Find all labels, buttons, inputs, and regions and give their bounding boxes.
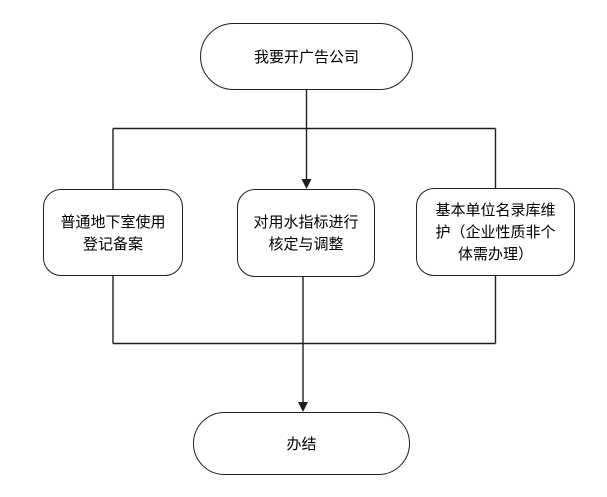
node-unit-directory: 基本单位名录库维 护（企业性质非个 体需办理）: [416, 188, 575, 276]
node-start-label: 我要开广告公司: [253, 47, 359, 66]
node-unit-directory-label-line1: 基本单位名录库维: [435, 201, 556, 219]
edge-start-middle-arrowhead: [301, 179, 312, 189]
node-end-terminator: 办结: [193, 412, 410, 475]
node-water-quota-label-line2: 核定与调整: [268, 235, 344, 253]
node-basement-registration-label-line2: 登记备案: [82, 234, 143, 253]
edge-middle-end-arrowhead: [298, 402, 308, 412]
node-basement-registration-label-line1: 普通地下室使用: [60, 212, 166, 231]
node-start-terminator: 我要开广告公司: [200, 23, 413, 90]
node-end-label: 办结: [286, 434, 317, 453]
node-water-quota-label-line1: 对用水指标进行: [253, 213, 359, 231]
node-basement-registration: 普通地下室使用 登记备案: [43, 189, 183, 276]
node-unit-directory-label-line2: 护（企业性质非个: [435, 223, 556, 241]
node-water-quota: 对用水指标进行 核定与调整: [237, 189, 375, 277]
node-unit-directory-label-line3: 体需办理）: [457, 245, 533, 263]
